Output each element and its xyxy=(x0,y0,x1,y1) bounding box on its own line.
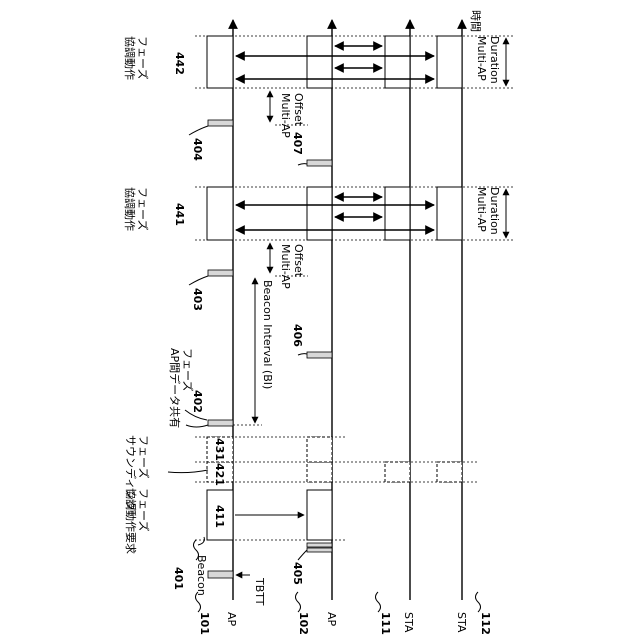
phase-coop-2-label: 協調動作フェーズ xyxy=(123,36,150,80)
ref-431: 431 xyxy=(213,438,226,461)
duration-1-label: Multi-APDuration xyxy=(475,187,501,235)
frame-405a xyxy=(307,543,332,547)
phase-421-431 xyxy=(207,437,462,482)
phase-441 xyxy=(207,187,462,240)
box-411-ap2 xyxy=(307,490,332,540)
frame-402 xyxy=(208,420,233,426)
frame-404 xyxy=(208,120,233,126)
ref-402: 402 xyxy=(191,390,204,413)
phase-442 xyxy=(207,36,462,88)
ref-403: 403 xyxy=(191,288,204,311)
phase-coop-1-label: 協調動作フェーズ xyxy=(123,187,150,231)
lane-ap-102-num: 102 xyxy=(297,612,310,635)
ref-405: 405 xyxy=(291,562,304,585)
lane-sta-111-num: 111 xyxy=(379,612,392,635)
lane-ap-101-label: AP xyxy=(225,612,238,627)
ref-411: 411 xyxy=(213,505,226,528)
frame-403 xyxy=(208,270,233,276)
box-421-ap2 xyxy=(307,462,332,482)
box-442-sta2 xyxy=(437,36,462,88)
box-441-sta2 xyxy=(437,187,462,240)
time-label: 時間 xyxy=(469,10,482,32)
tbtt-label: TBTT xyxy=(253,577,266,606)
beacon-interval-label: Beacon Interval (BI) xyxy=(261,280,274,389)
measure-arrows xyxy=(236,38,506,575)
ref-421: 421 xyxy=(213,463,226,486)
ref-406: 406 xyxy=(291,324,304,347)
box-441-ap2 xyxy=(307,187,332,240)
beacon-frame xyxy=(208,571,233,578)
lane-sta-112-num: 112 xyxy=(479,612,492,635)
ref-442: 442 xyxy=(173,52,186,75)
offset-1-label: Multi-APOffset xyxy=(279,244,305,289)
duration-2-label: Multi-APDuration xyxy=(475,36,501,84)
box-442-ap1 xyxy=(207,36,233,88)
box-431-ap2 xyxy=(307,437,332,462)
lane-ap-102-label: AP xyxy=(325,612,338,627)
phase-data-share-label: AP間データ共有フェーズ xyxy=(168,348,195,428)
lane-ap-101-num: 101 xyxy=(198,612,211,635)
lane-sta-112-label: STA xyxy=(455,612,468,633)
beacon-num: 401 xyxy=(172,567,185,590)
box-441-ap1 xyxy=(207,187,233,240)
phase-guides xyxy=(195,36,515,540)
box-442-sta1 xyxy=(385,36,410,88)
box-442-ap2 xyxy=(307,36,332,88)
box-421-sta2 xyxy=(437,462,462,482)
frame-407 xyxy=(307,160,332,166)
ref-404: 404 xyxy=(191,138,204,161)
lane-sta-111-label: STA xyxy=(402,612,415,633)
ref-441: 441 xyxy=(173,203,186,226)
box-421-sta1 xyxy=(385,462,410,482)
beacon-label: Beacon xyxy=(195,555,208,596)
frame-406 xyxy=(307,352,332,358)
box-441-sta1 xyxy=(385,187,410,240)
frame-405b xyxy=(307,548,332,552)
